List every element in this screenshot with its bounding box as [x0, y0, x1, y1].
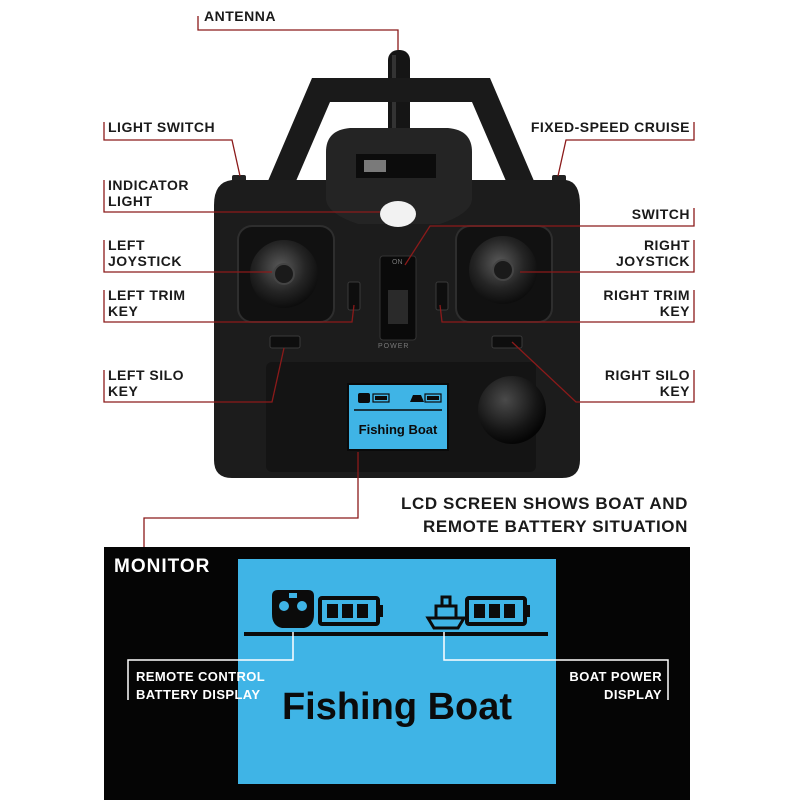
label-right-trim-line1: RIGHT TRIM [603, 287, 690, 303]
small-lcd-text: Fishing Boat [358, 422, 438, 437]
label-right-trim-line2: KEY [659, 303, 690, 319]
label-left-silo-line2: KEY [108, 383, 139, 399]
small-boat-icon [410, 395, 424, 402]
right-joystick-well [455, 225, 553, 323]
small-battery-icon-left [372, 393, 390, 403]
right-joystick [469, 236, 537, 304]
lower-panel [266, 362, 536, 472]
left-joystick-well [237, 225, 335, 323]
label-indicator-light-line1: INDICATOR [108, 177, 189, 193]
lcd-caption-line1: LCD SCREEN SHOWS BOAT AND [401, 494, 688, 513]
switch-power-label: POWER [378, 343, 410, 350]
label-antenna: ANTENNA [204, 8, 276, 24]
label-indicator-light: INDICATOR LIGHT [108, 177, 189, 209]
controller-handle [262, 78, 540, 195]
monitor-lcd-screen [238, 559, 556, 784]
label-left-joystick: LEFT JOYSTICK [108, 237, 182, 269]
label-left-trim-key: LEFT TRIM KEY [108, 287, 186, 319]
small-lcd [347, 383, 449, 451]
label-left-silo-line1: LEFT SILO [108, 367, 185, 383]
label-switch: SWITCH [631, 206, 690, 222]
power-switch [379, 255, 417, 341]
label-indicator-light-line2: LIGHT [108, 193, 153, 209]
right-trim-key [435, 281, 449, 311]
left-silo-key [269, 335, 301, 349]
small-remote-icon [358, 393, 370, 403]
lcd-caption: LCD SCREEN SHOWS BOAT AND REMOTE BATTERY… [401, 492, 688, 538]
fixed-speed-cruise-button [552, 175, 566, 187]
left-trim-key [347, 281, 361, 311]
small-battery-icon-right [424, 393, 442, 403]
label-fixed-speed-cruise: FIXED-SPEED CRUISE [530, 119, 690, 135]
label-light-switch: LIGHT SWITCH [108, 119, 216, 135]
label-left-trim-line2: KEY [108, 303, 139, 319]
remote-battery-callout-line1: REMOTE CONTROL [136, 669, 266, 684]
left-joystick [250, 240, 318, 308]
label-left-trim-line1: LEFT TRIM [108, 287, 186, 303]
leader-lines [103, 16, 695, 547]
label-right-silo-line1: RIGHT SILO [604, 367, 690, 383]
remote-battery-callout: REMOTE CONTROL BATTERY DISPLAY [136, 668, 265, 704]
label-right-silo-key: RIGHT SILO KEY [605, 367, 690, 399]
label-right-trim-key: RIGHT TRIM KEY [603, 287, 690, 319]
boat-power-callout-line2: DISPLAY [604, 687, 662, 702]
remote-battery-callout-line2: BATTERY DISPLAY [136, 687, 261, 702]
boat-power-callout: BOAT POWER DISPLAY [569, 668, 662, 704]
label-right-joystick: RIGHT JOYSTICK [616, 237, 690, 269]
indicator-light [380, 201, 416, 227]
monitor-title: MONITOR [114, 556, 211, 577]
label-right-joystick-line1: RIGHT [643, 237, 690, 253]
light-switch-button [232, 175, 246, 187]
lcd-caption-line2: REMOTE BATTERY SITUATION [423, 517, 688, 536]
monitor-screen-text: Fishing Boat [281, 686, 513, 728]
label-left-silo-key: LEFT SILO KEY [108, 367, 184, 399]
power-knob-icon [478, 376, 546, 444]
switch-on-label: ON [392, 259, 403, 266]
label-left-joystick-line1: LEFT [108, 237, 145, 253]
right-silo-key [491, 335, 523, 349]
label-right-silo-line2: KEY [659, 383, 690, 399]
label-left-joystick-line2: JOYSTICK [108, 253, 183, 269]
antenna-part [388, 50, 410, 150]
boat-power-callout-line1: BOAT POWER [569, 669, 662, 684]
label-right-joystick-line2: JOYSTICK [615, 253, 690, 269]
